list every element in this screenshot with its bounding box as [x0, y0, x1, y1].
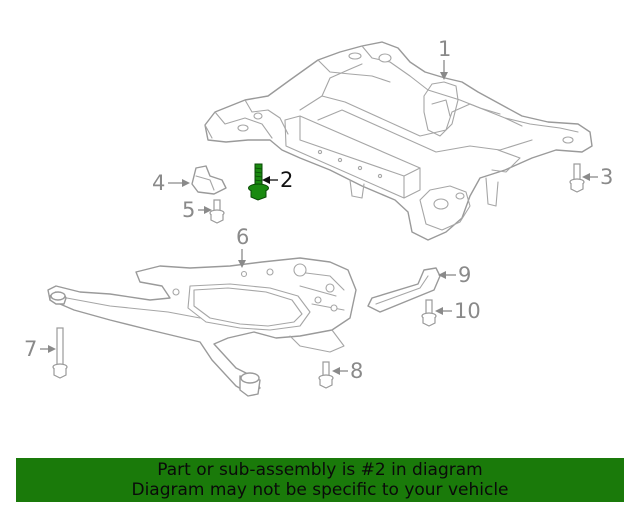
callout-3: 3 [582, 165, 613, 189]
subframe-upper [204, 41, 593, 241]
bolt-part-2-highlighted[interactable] [248, 163, 269, 201]
bolt-part-10 [421, 299, 437, 327]
callout-7: 7 [24, 337, 56, 361]
callout-9: 9 [438, 263, 471, 287]
info-banner: Part or sub-assembly is #2 in diagram Di… [16, 458, 624, 502]
callout-8: 8 [332, 359, 363, 383]
callout-5: 5 [182, 198, 212, 222]
callout-number-7: 7 [24, 337, 37, 361]
callout-10: 10 [435, 299, 481, 323]
bolt-part-8 [318, 361, 334, 389]
subframe-lower-brace [47, 257, 357, 397]
bolt-part-3 [569, 163, 585, 193]
callout-number-1: 1 [438, 37, 451, 61]
bolt-part-5 [209, 199, 225, 224]
callout-6: 6 [236, 225, 249, 268]
callout-number-5: 5 [182, 198, 195, 222]
callout-number-6: 6 [236, 225, 249, 249]
bracket-part-4 [191, 165, 227, 195]
banner-line-1: Part or sub-assembly is #2 in diagram [157, 460, 483, 480]
callout-4: 4 [152, 171, 190, 195]
callout-1: 1 [438, 37, 451, 80]
callout-number-10: 10 [454, 299, 481, 323]
bolt-part-7 [52, 327, 68, 379]
banner-line-2: Diagram may not be specific to your vehi… [131, 480, 509, 500]
callout-number-9: 9 [458, 263, 471, 287]
callout-number-4: 4 [152, 171, 165, 195]
callout-number-3: 3 [600, 165, 613, 189]
callout-number-2: 2 [280, 168, 293, 192]
callout-number-8: 8 [350, 359, 363, 383]
bracket-part-9 [367, 267, 441, 313]
callout-2[interactable]: 2 [262, 168, 293, 192]
